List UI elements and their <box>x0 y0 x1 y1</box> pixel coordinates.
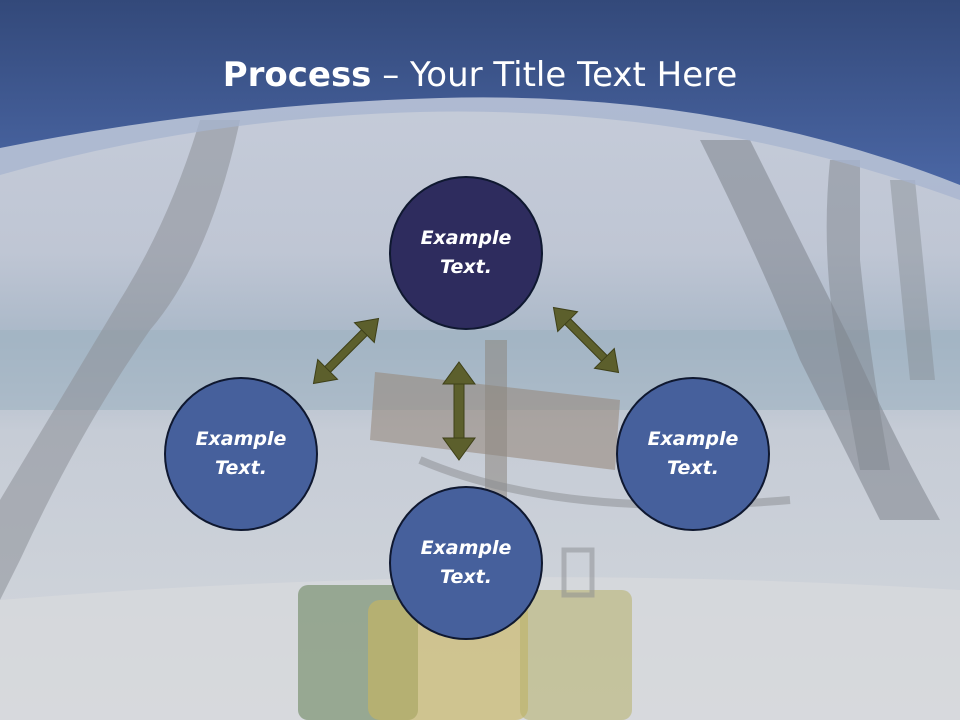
node-right-label: Example Text. <box>647 428 739 479</box>
process-node-top[interactable]: Example Text. <box>389 176 543 330</box>
title-banner <box>0 0 960 200</box>
title-regular-part: – Your Title Text Here <box>371 55 738 95</box>
node-left-label: Example Text. <box>195 428 287 479</box>
title-bold-part: Process <box>222 55 372 95</box>
process-node-right[interactable]: Example Text. <box>616 377 770 531</box>
arrow-vertical <box>442 361 476 461</box>
process-node-bottom[interactable]: Example Text. <box>389 486 543 640</box>
arrow-top-right <box>552 306 620 374</box>
slide-title: Process – Your Title Text Here <box>0 52 960 98</box>
node-bottom-label: Example Text. <box>420 537 512 588</box>
node-top-label: Example Text. <box>420 227 512 278</box>
process-node-left[interactable]: Example Text. <box>164 377 318 531</box>
arrow-top-left <box>312 317 380 385</box>
